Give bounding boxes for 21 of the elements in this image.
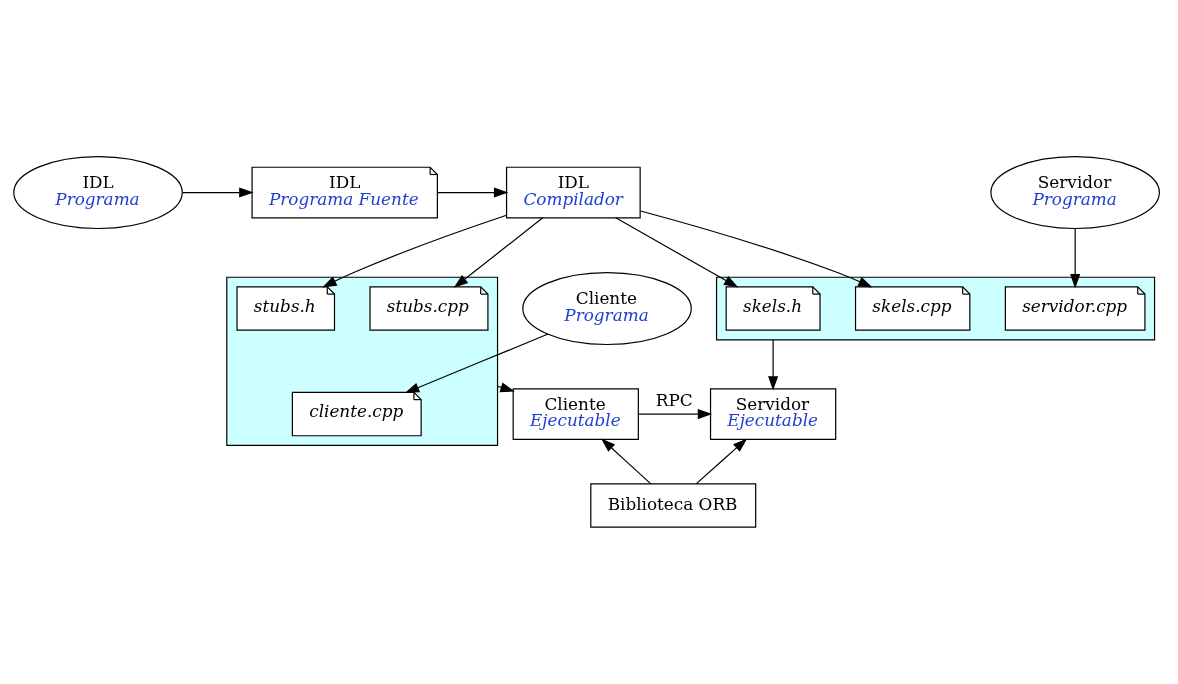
node-box: Cliente Ejecutable: [512, 388, 639, 440]
node-ellipse: Cliente Programa: [522, 271, 692, 346]
node-ellipse: Servidor Programa: [990, 155, 1160, 230]
node-box: IDL Compilador: [505, 166, 641, 219]
arrow: [404, 333, 549, 394]
edge-label: RPC: [655, 389, 693, 410]
arrow: [496, 382, 515, 393]
arrow: [453, 217, 544, 288]
arrow: [615, 217, 739, 288]
arrow: [638, 409, 713, 420]
node-ellipse: IDL Programa: [13, 155, 183, 230]
arrow: [601, 438, 652, 485]
arrow: [695, 438, 748, 485]
arrow: [1070, 227, 1081, 289]
arrow: [181, 187, 254, 198]
arrow: [437, 187, 509, 198]
arrow: [768, 339, 779, 391]
node-box: Servidor Ejecutable: [709, 388, 837, 440]
arrow: [322, 214, 508, 288]
node-box: Biblioteca ORB: [590, 483, 757, 528]
arrow: [640, 210, 873, 288]
